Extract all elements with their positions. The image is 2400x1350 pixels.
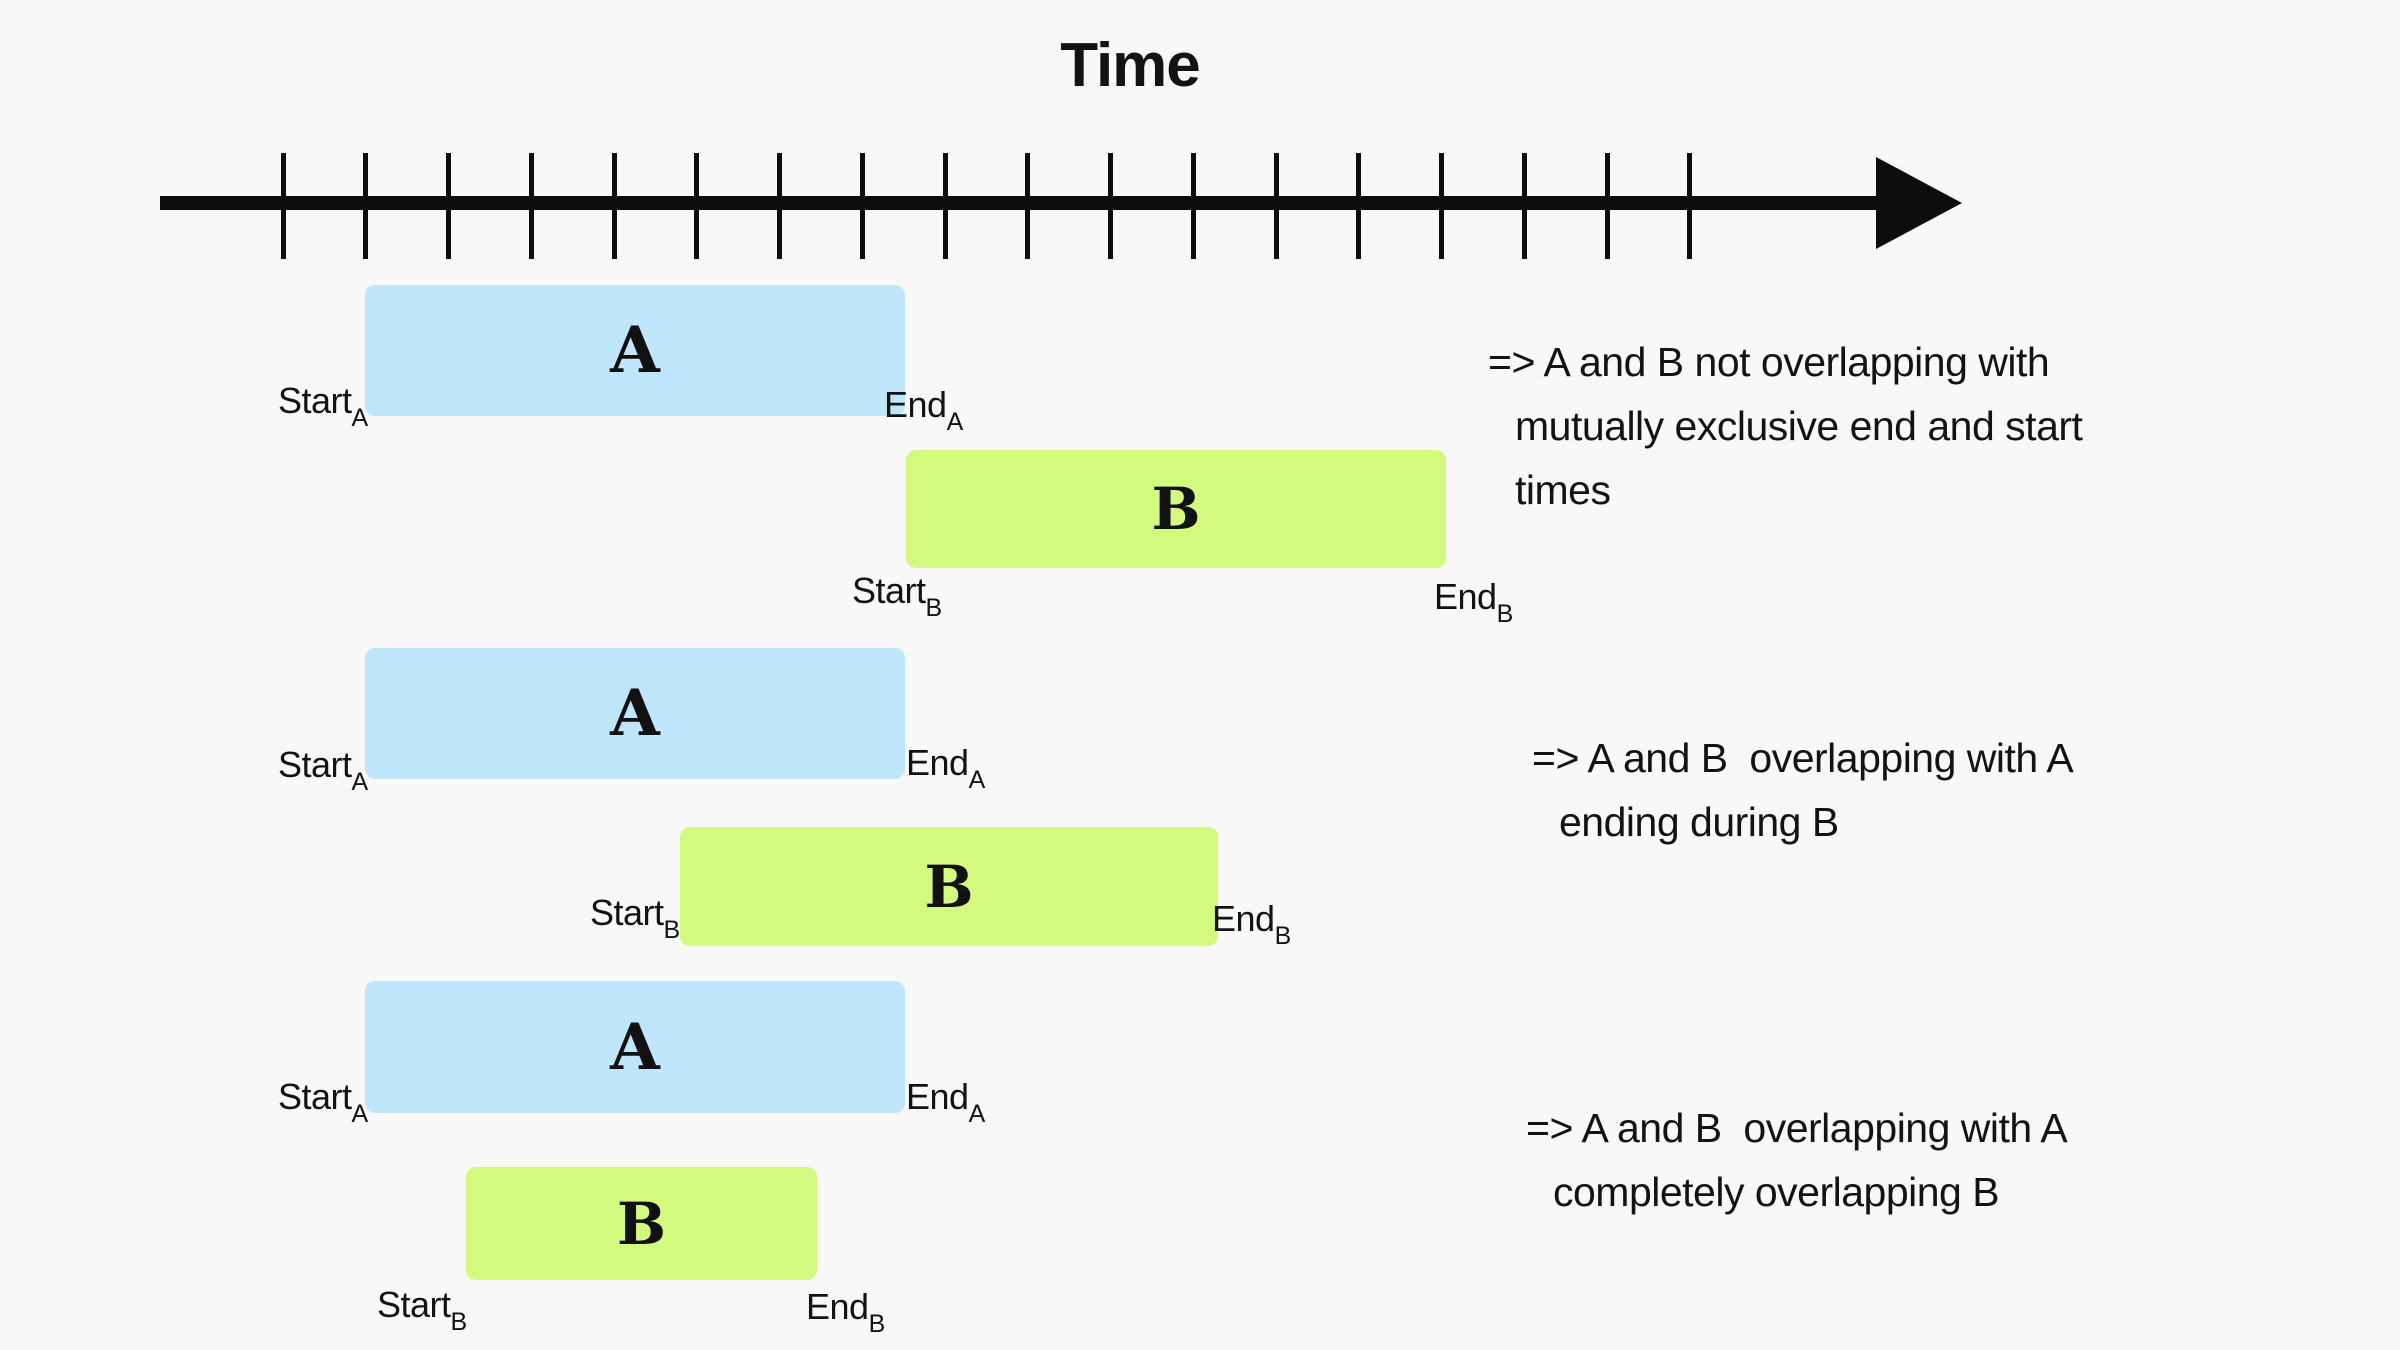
interval-bar-a: A [365, 285, 905, 416]
annotation-line: completely overlapping B [1553, 1169, 2000, 1215]
interval-bar-b: B [680, 827, 1218, 946]
subscript: A [968, 766, 986, 794]
subscript: A [351, 1100, 369, 1128]
end-label: EndB [806, 1286, 885, 1338]
end-label: EndB [1212, 898, 1291, 950]
tick-mark [1025, 153, 1031, 259]
annotation-line: times [1515, 467, 1611, 513]
bar-letter: B [616, 1189, 667, 1258]
start-label: StartB [852, 570, 942, 622]
bar-letter: B [924, 852, 974, 921]
bar-letter: A [610, 1009, 660, 1085]
subscript: B [450, 1308, 468, 1336]
subscript: A [946, 408, 964, 436]
bar-letter: A [610, 676, 660, 751]
bar-letter: B [1151, 475, 1201, 543]
bar-letter: A [610, 313, 660, 388]
annotation: => A and B overlapping with A ending dur… [1532, 726, 2074, 854]
end-label: EndB [1434, 576, 1513, 628]
start-label: StartA [278, 744, 368, 796]
tick-mark [363, 153, 369, 259]
subscript: A [351, 768, 369, 796]
start-label: StartA [278, 380, 368, 432]
timeline-axis-line [160, 196, 1882, 210]
annotation-line: => A and B not overlapping with [1488, 339, 2050, 385]
tick-mark [280, 153, 286, 259]
end-label: EndA [906, 1076, 985, 1128]
tick-mark [1108, 153, 1113, 259]
interval-bar-a: A [365, 648, 905, 779]
tick-mark [446, 153, 451, 259]
tick-mark [528, 153, 534, 259]
tick-mark [694, 153, 700, 259]
tick-mark [1604, 153, 1610, 259]
end-label: EndA [906, 742, 985, 794]
subscript: B [1496, 600, 1514, 628]
tick-mark [1273, 153, 1279, 259]
start-label: StartB [590, 892, 680, 944]
annotation: => A and B not overlapping with mutually… [1488, 330, 2083, 522]
timeline-arrowhead-icon [1876, 157, 1962, 249]
tick-mark [1439, 153, 1444, 259]
subscript: B [663, 916, 681, 944]
diagram-title: Time [1060, 31, 1201, 100]
annotation-line: => A and B overlapping with A [1532, 735, 2074, 781]
tick-mark [1687, 153, 1693, 259]
subscript: A [968, 1100, 986, 1128]
subscript: B [1274, 922, 1292, 950]
annotation-line: mutually exclusive end and start [1515, 403, 2083, 449]
subscript: B [868, 1310, 886, 1338]
tick-mark [1521, 153, 1527, 259]
interval-bar-b: B [906, 450, 1446, 568]
annotation: => A and B overlapping with A completely… [1526, 1096, 2068, 1224]
start-label: StartA [278, 1076, 368, 1128]
interval-bar-a: A [365, 981, 905, 1113]
tick-mark [777, 153, 782, 259]
tick-mark [611, 153, 617, 259]
annotation-line: ending during B [1559, 799, 1839, 845]
interval-bar-b: B [466, 1167, 817, 1280]
tick-mark [1356, 153, 1362, 259]
tick-mark [859, 153, 865, 259]
subscript: B [925, 594, 943, 622]
end-label: EndA [884, 384, 963, 436]
tick-mark [1190, 153, 1196, 259]
start-label: StartB [377, 1284, 467, 1336]
subscript: A [351, 404, 369, 432]
annotation-line: => A and B overlapping with A [1526, 1105, 2068, 1151]
tick-mark [942, 153, 948, 259]
